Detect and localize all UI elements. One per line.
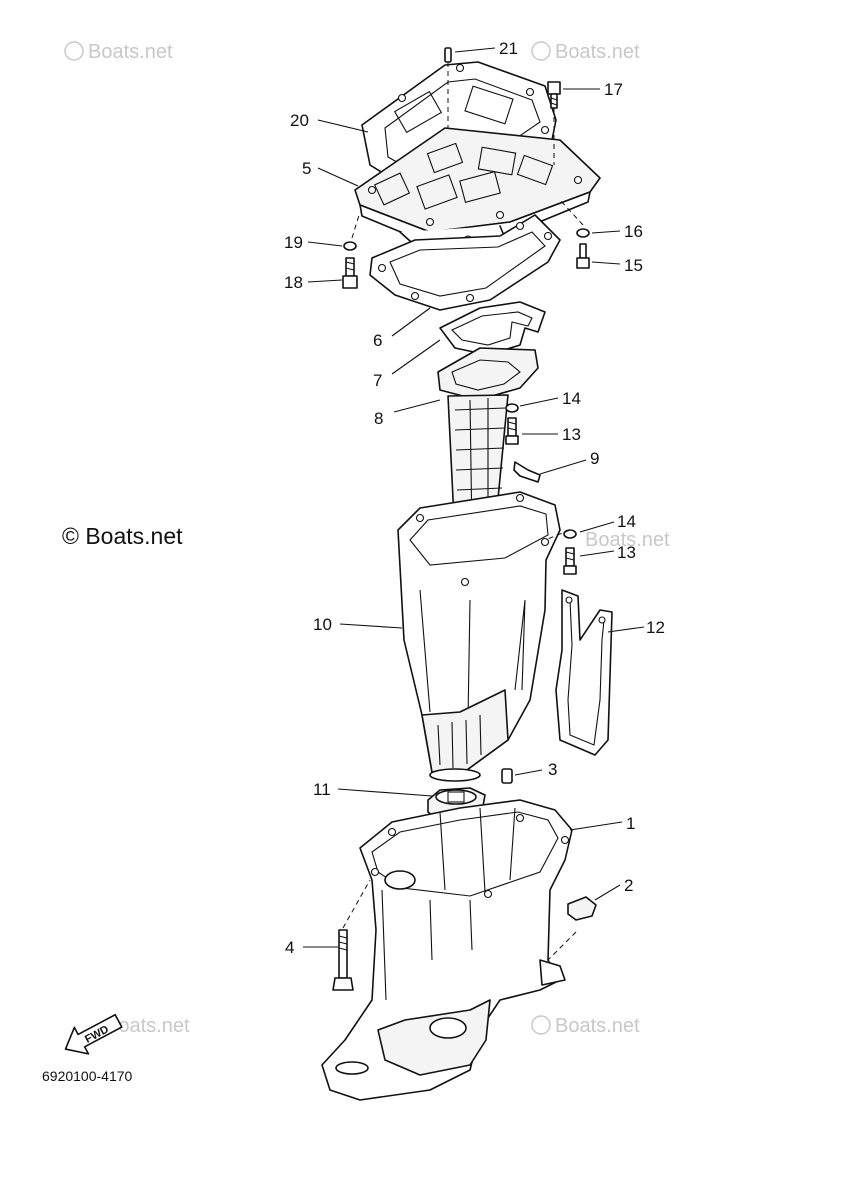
callout-16: 16 xyxy=(624,222,643,241)
callout-1: 1 xyxy=(626,814,635,833)
callout-10: 10 xyxy=(313,615,332,634)
part-2-cap xyxy=(567,896,597,921)
callout-14-lower: 14 xyxy=(617,512,636,531)
callout-14: 14 xyxy=(562,389,581,408)
callout-3: 3 xyxy=(548,760,557,779)
part-14-washer-upper xyxy=(505,403,519,413)
callout-8: 8 xyxy=(374,409,383,428)
callout-numbers: 1 2 3 4 5 6 7 8 9 10 11 12 13 14 15 16 1… xyxy=(284,39,665,957)
part-10-upper-casing xyxy=(397,491,561,782)
part-4-bolt xyxy=(332,929,354,991)
callout-11: 11 xyxy=(313,780,331,799)
watermark-bottom-right: Boats.net xyxy=(531,1015,640,1037)
part-3-dowel-pin xyxy=(501,768,513,784)
callout-18: 18 xyxy=(284,273,303,292)
svg-text:Boats.net: Boats.net xyxy=(555,1015,640,1037)
callout-13: 13 xyxy=(562,425,581,444)
part-21-pin xyxy=(444,47,452,63)
part-16-washer xyxy=(576,228,590,238)
callout-6: 6 xyxy=(373,331,382,350)
callout-21: 21 xyxy=(499,39,518,58)
part-6-gasket xyxy=(369,214,561,311)
callout-9: 9 xyxy=(590,449,599,468)
callout-5: 5 xyxy=(302,159,311,178)
watermark-middle-right: Boats.net xyxy=(585,529,670,551)
watermark-bottom-left: Boats.net xyxy=(105,1015,190,1037)
svg-text:Boats.net: Boats.net xyxy=(585,529,670,551)
callout-20: 20 xyxy=(290,111,309,130)
part-9-clip xyxy=(513,461,541,483)
svg-text:Boats.net: Boats.net xyxy=(88,41,173,63)
part-12-seal xyxy=(555,589,613,756)
part-13-bolt-lower xyxy=(563,547,577,575)
callout-19: 19 xyxy=(284,233,303,252)
callout-2: 2 xyxy=(624,876,633,895)
callout-4: 4 xyxy=(285,938,294,957)
part-18-bolt xyxy=(342,257,358,289)
callout-17: 17 xyxy=(604,80,623,99)
svg-text:FWD: FWD xyxy=(83,1023,111,1045)
svg-text:Boats.net: Boats.net xyxy=(105,1015,190,1037)
callout-7: 7 xyxy=(373,371,382,390)
alignment-lines xyxy=(342,62,584,961)
part-7-gasket xyxy=(439,301,546,356)
copyright-notice: © Boats.net xyxy=(62,523,183,549)
part-19-washer xyxy=(343,241,357,251)
part-13-bolt-upper xyxy=(505,417,519,445)
callout-15: 15 xyxy=(624,256,643,275)
part-17-bolt xyxy=(547,81,561,109)
callout-13-lower: 13 xyxy=(617,543,636,562)
catalog-number: 6920100-4170 xyxy=(42,1068,133,1084)
leader-lines xyxy=(303,47,645,948)
watermark-top-left: Boats.net xyxy=(64,41,173,63)
svg-text:Boats.net: Boats.net xyxy=(555,41,640,63)
callout-12: 12 xyxy=(646,618,665,637)
part-15-bolt xyxy=(576,243,590,269)
part-1-lower-casing xyxy=(321,799,573,1101)
watermark-top-right: Boats.net xyxy=(531,41,640,63)
